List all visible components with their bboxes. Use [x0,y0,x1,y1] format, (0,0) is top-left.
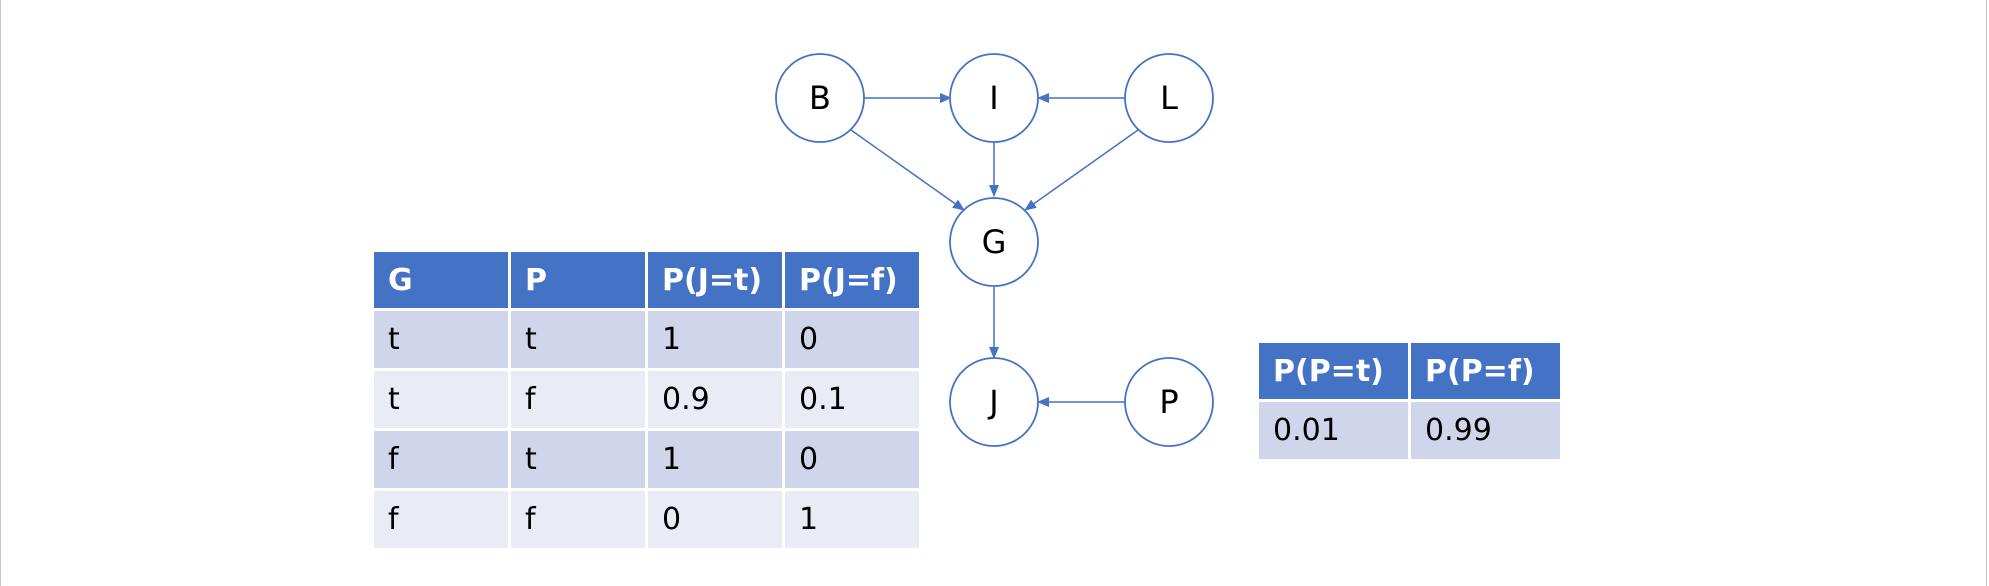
node-p: P [1124,357,1214,447]
table-cell: 0.01 [1259,402,1408,459]
table-cell: t [374,371,508,428]
node-i: I [949,53,1039,143]
table-row: t t 1 0 [374,311,919,368]
table-row: f f 0 1 [374,491,919,548]
table-row: f t 1 0 [374,431,919,488]
edge-b-to-g [850,129,965,211]
node-g-label: G [982,223,1007,261]
cpt-j-header-j-false: P(J=f) [785,252,919,308]
node-b-label: B [809,79,831,117]
node-i-label: I [989,79,998,117]
edge-l-to-g [1024,129,1139,211]
node-p-label: P [1159,383,1178,421]
table-row: 0.01 0.99 [1259,402,1560,459]
cpt-j-header-row: G P P(J=t) P(J=f) [374,252,919,308]
table-cell: 0 [785,431,919,488]
table-cell: t [511,431,645,488]
table-cell: f [374,491,508,548]
table-cell: 0 [785,311,919,368]
table-cell: 1 [648,311,782,368]
table-cell: 0 [648,491,782,548]
node-l-label: L [1160,79,1178,117]
table-cell: 0.9 [648,371,782,428]
table-cell: f [374,431,508,488]
node-b: B [775,53,865,143]
table-cell: t [511,311,645,368]
cpt-table-p: P(P=t) P(P=f) 0.01 0.99 [1256,340,1563,462]
cpt-table-j: G P P(J=t) P(J=f) t t 1 0 t f 0.9 0.1 f … [371,249,922,551]
cpt-p-header-row: P(P=t) P(P=f) [1259,343,1560,399]
cpt-p-header-false: P(P=f) [1411,343,1560,399]
node-j: J [949,357,1039,447]
node-g: G [949,197,1039,287]
table-cell: 0.99 [1411,402,1560,459]
cpt-p-header-true: P(P=t) [1259,343,1408,399]
table-cell: f [511,371,645,428]
node-j-label: J [987,383,998,421]
cpt-j-header-g: G [374,252,508,308]
cpt-j-header-p: P [511,252,645,308]
cpt-j-header-j-true: P(J=t) [648,252,782,308]
node-l: L [1124,53,1214,143]
table-cell: t [374,311,508,368]
table-cell: 0.1 [785,371,919,428]
table-cell: 1 [648,431,782,488]
table-cell: 1 [785,491,919,548]
table-row: t f 0.9 0.1 [374,371,919,428]
table-cell: f [511,491,645,548]
